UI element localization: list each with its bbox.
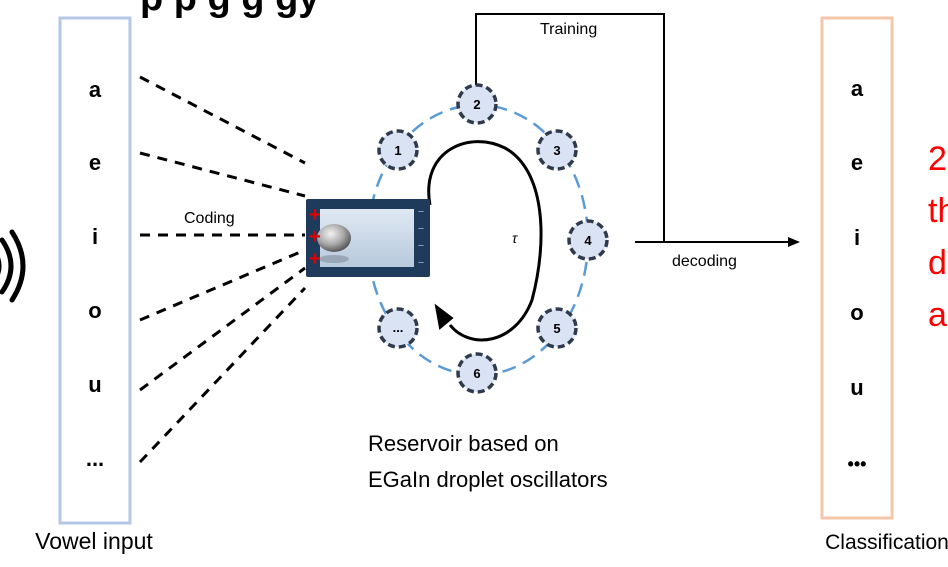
reservoir-node-6: 6	[456, 352, 498, 394]
plus-sign-3: +	[309, 248, 321, 270]
minus-sign-4: −	[418, 257, 424, 269]
reservoir-node-2: 2	[456, 83, 498, 125]
node-label-3: 3	[553, 143, 560, 158]
classification-box	[820, 16, 894, 520]
node-label-ellipsis: ...	[393, 320, 404, 335]
class-o: o	[850, 300, 863, 325]
plus-sign-2: +	[309, 226, 321, 248]
vowel-input-box	[58, 16, 132, 525]
reservoir-node-ellipsis: ...	[377, 307, 419, 349]
side-note-line-1: 2	[928, 140, 947, 178]
minus-sign-2: −	[418, 223, 424, 235]
side-note-line-4: a	[928, 296, 947, 334]
side-note-line-2: th	[928, 192, 948, 230]
reservoir-node-5: 5	[536, 307, 578, 349]
minus-sign-3: −	[418, 240, 424, 252]
vowel-a: a	[89, 77, 102, 102]
droplet-image	[317, 224, 351, 252]
reservoir-node-1: 1	[377, 129, 419, 171]
training-wire	[475, 13, 665, 242]
node-label-6: 6	[473, 366, 480, 381]
vowel-u: u	[88, 372, 101, 397]
reservoir-caption-line1: Reservoir based on	[368, 431, 559, 456]
tau-symbol: τ	[512, 230, 518, 246]
reservoir-node-4: 4	[567, 219, 609, 261]
vowel-i: i	[92, 224, 98, 249]
decoding-label: decoding	[672, 253, 737, 270]
feedback-loop-arrow	[427, 140, 543, 342]
reservoir-node-3: 3	[536, 129, 578, 171]
class-u: u	[850, 375, 863, 400]
minus-sign-1: −	[418, 206, 424, 218]
node-label-4: 4	[584, 233, 592, 248]
vowel-o: o	[88, 298, 101, 323]
vowel-e: e	[89, 150, 101, 175]
node-label-5: 5	[553, 321, 560, 336]
training-label: Training	[540, 21, 597, 38]
node-label-1: 1	[394, 143, 401, 158]
feedback-arrowhead	[434, 303, 454, 330]
input-connections	[138, 75, 307, 464]
side-note-line-3: d	[928, 244, 947, 282]
vowel-ellipsis: ...	[86, 446, 104, 471]
droplet-reflection	[319, 255, 349, 263]
sound-wave-icon	[0, 229, 26, 303]
vowel-input-caption: Vowel input	[35, 528, 153, 554]
coding-label: Coding	[184, 210, 235, 227]
class-a: a	[851, 76, 864, 101]
plus-sign-1: +	[309, 204, 321, 226]
header-fragment: p p g g gy	[140, 0, 319, 19]
node-label-2: 2	[473, 97, 480, 112]
class-e: e	[851, 150, 863, 175]
reservoir-caption-line2: EGaIn droplet oscillators	[368, 467, 608, 492]
classification-caption: Classification	[825, 531, 948, 554]
class-ellipsis: •••	[848, 454, 867, 474]
egain-droplet-device: + + + − − − −	[306, 199, 430, 277]
class-i: i	[854, 225, 860, 250]
